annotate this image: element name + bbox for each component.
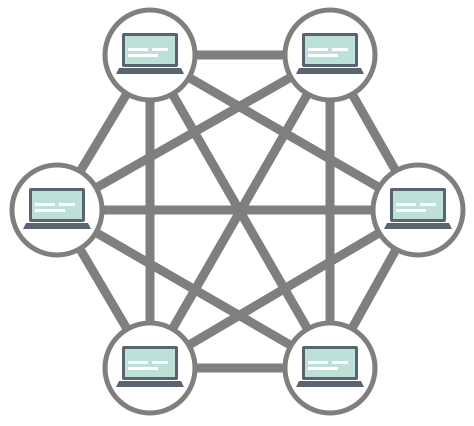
- laptop-icon: [23, 188, 91, 229]
- node-right: [370, 162, 466, 258]
- network-links: [53, 50, 422, 373]
- link-right-bottom-left: [147, 206, 421, 372]
- laptop-icon: [116, 33, 184, 74]
- link-top-right-left: [54, 51, 333, 214]
- network-nodes: [9, 7, 466, 416]
- laptop-icon: [296, 33, 364, 74]
- laptop-icon: [384, 188, 452, 229]
- laptop-icon: [116, 346, 184, 387]
- node-top-left: [102, 7, 198, 103]
- node-bottom-left: [102, 320, 198, 416]
- laptop-icon: [296, 346, 364, 387]
- node-left: [9, 162, 105, 258]
- link-bottom-right-left: [54, 206, 333, 372]
- node-bottom-right: [282, 320, 378, 416]
- node-top-right: [282, 7, 378, 103]
